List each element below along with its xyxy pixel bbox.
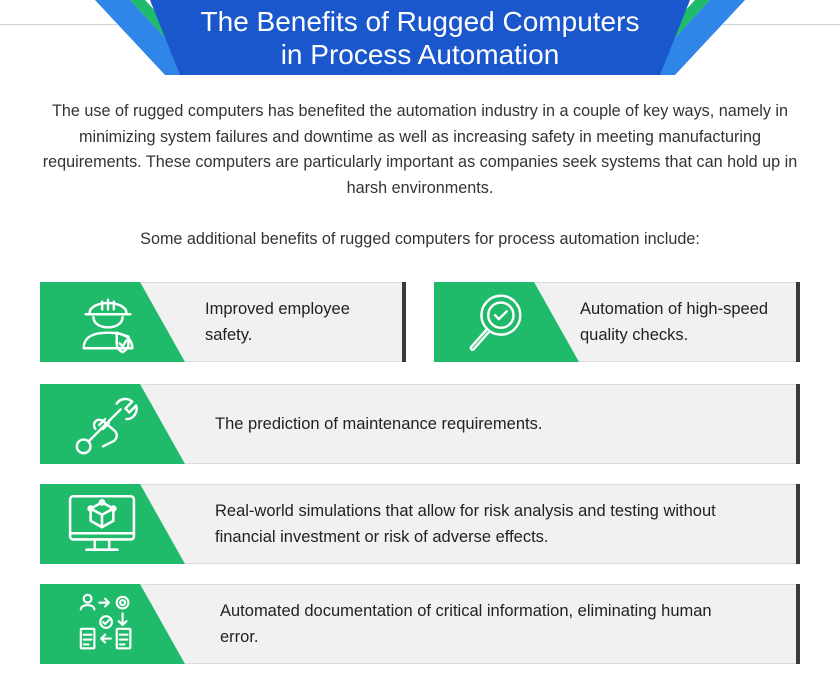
benefit-text: The prediction of maintenance requiremen… [215,415,543,433]
intro-paragraph: The use of rugged computers has benefite… [42,102,798,197]
benefit-card-employee-safety: Improved employee safety. [40,282,406,362]
benefit-card-documentation: Automated documentation of critical info… [40,584,800,664]
magnifier-check-icon [469,294,522,352]
title-line-1: The Benefits of Rugged Computers [200,6,640,37]
card-accent-bar [796,384,800,464]
benefit-text: Automated documentation of critical info… [220,602,712,646]
page-title: The Benefits of Rugged Computers in Proc… [190,5,650,71]
card-accent-bar [402,282,406,362]
benefit-text: Improved employee safety. [205,300,350,344]
benefit-text: Automation of high-speed quality checks. [580,300,769,344]
document-workflow-icon [79,593,132,650]
monitor-cube-icon [68,494,136,551]
card-accent-bar [796,484,800,564]
card-accent-bar [796,584,800,664]
worker-shield-icon [82,298,134,354]
card-accent-bar [796,282,800,362]
benefit-card-maintenance: The prediction of maintenance requiremen… [40,384,800,464]
benefit-card-quality-checks: Automation of high-speed quality checks. [434,282,800,362]
benefit-card-simulations: Real-world simulations that allow for ri… [40,484,800,564]
wrench-hand-icon [75,397,138,455]
title-banner [95,0,745,75]
subheading: Some additional benefits of rugged compu… [140,230,700,248]
benefit-text: Real-world simulations that allow for ri… [215,502,716,546]
title-line-2: in Process Automation [280,39,560,70]
